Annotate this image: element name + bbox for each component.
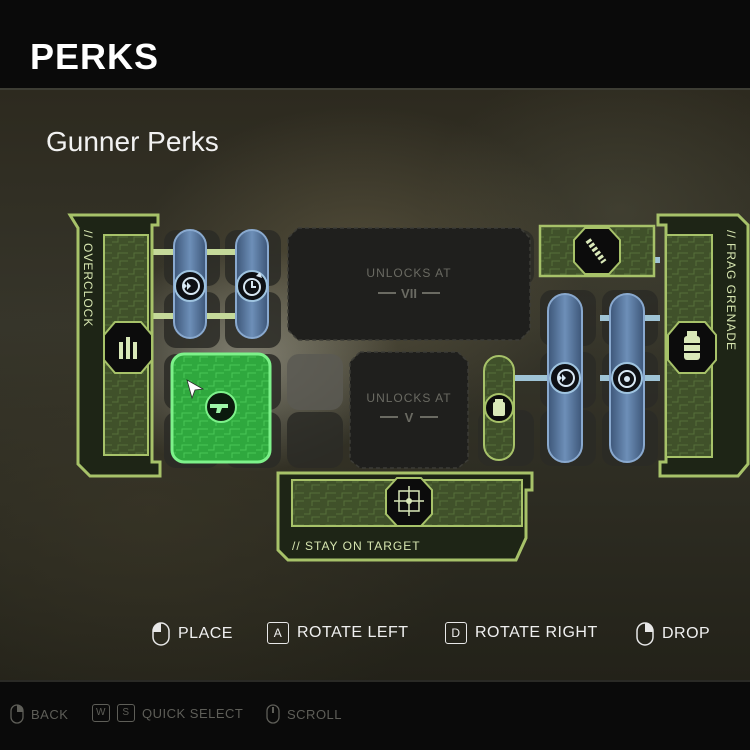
scroll-hint[interactable]: SCROLL <box>266 704 342 724</box>
key-a: A <box>267 622 289 644</box>
rotate-right-control[interactable]: D ROTATE RIGHT <box>445 622 598 644</box>
selected-perk-piece[interactable] <box>170 352 272 464</box>
footer-divider <box>0 680 750 682</box>
skip-timer-module-right[interactable] <box>547 293 583 463</box>
back-label: BACK <box>31 706 69 722</box>
timer-up-icon <box>243 272 262 296</box>
key-d: D <box>445 622 467 644</box>
frag-grenade-perk[interactable]: // FRAG GRENADE <box>656 213 750 478</box>
timer-up-module[interactable] <box>235 229 269 339</box>
quick-select-label: QUICK SELECT <box>142 705 244 721</box>
quick-select-hint[interactable]: W S QUICK SELECT <box>92 704 243 722</box>
mouse-icon <box>10 704 24 724</box>
grenade-small-icon <box>493 399 505 416</box>
skip-timer-icon <box>182 277 200 295</box>
locked-slot-v: UNLOCKS AT V <box>349 351 469 469</box>
rotate-left-control[interactable]: A ROTATE LEFT <box>267 622 409 644</box>
header: PERKS <box>0 0 750 88</box>
locked-slot-tier: V <box>405 410 414 425</box>
stay-on-target-label: // STAY ON TARGET <box>292 539 421 553</box>
section-title: Gunner Perks <box>46 126 219 157</box>
key-w: W <box>92 704 110 722</box>
scroll-label: SCROLL <box>287 706 343 722</box>
skip-timer-module[interactable] <box>173 229 207 339</box>
perk-board: // OVERCLOCK <box>67 213 750 562</box>
cooldown-icon <box>618 370 636 388</box>
mouse-icon <box>152 622 170 646</box>
gun-mod-icon <box>210 404 228 413</box>
cooldown-module[interactable] <box>609 293 645 463</box>
overclock-perk[interactable]: // OVERCLOCK <box>67 213 162 478</box>
place-label: PLACE <box>178 625 233 642</box>
ammo-belt-icon <box>573 227 621 275</box>
mouse-icon <box>266 704 280 724</box>
overclock-label: // OVERCLOCK <box>81 230 95 327</box>
rotate-left-label: ROTATE LEFT <box>297 624 409 641</box>
grenade-small-perk[interactable] <box>483 355 515 461</box>
rotate-right-label: ROTATE RIGHT <box>475 624 598 641</box>
footer-bar <box>0 682 750 750</box>
ammo-belt-perk[interactable] <box>538 224 656 278</box>
locked-slot-tier: VII <box>401 286 417 301</box>
locked-slot-label: UNLOCKS AT <box>366 266 451 280</box>
locked-slot-label: UNLOCKS AT <box>366 391 451 405</box>
perk-board-area: Gunner Perks <box>0 90 750 680</box>
header-divider <box>0 88 750 90</box>
crosshair-icon <box>385 477 433 527</box>
mouse-icon <box>636 622 654 646</box>
locked-slot-vii: UNLOCKS AT VII <box>287 227 531 341</box>
back-hint[interactable]: BACK <box>10 704 68 724</box>
grid-slot[interactable] <box>287 354 343 410</box>
stay-on-target-perk[interactable]: // STAY ON TARGET <box>276 471 534 562</box>
frag-grenade-label: // FRAG GRENADE <box>724 230 738 351</box>
overclock-bullets-icon <box>103 321 153 374</box>
cursor-arrow-icon <box>186 379 205 400</box>
drop-label: DROP <box>662 625 711 642</box>
frag-grenade-icon <box>667 321 717 374</box>
grid-slot[interactable] <box>287 412 343 468</box>
skip-timer-icon <box>557 369 575 387</box>
drop-control[interactable]: DROP <box>636 622 710 646</box>
key-s: S <box>117 704 135 722</box>
place-control[interactable]: PLACE <box>152 622 233 646</box>
page-title: PERKS <box>30 36 160 77</box>
